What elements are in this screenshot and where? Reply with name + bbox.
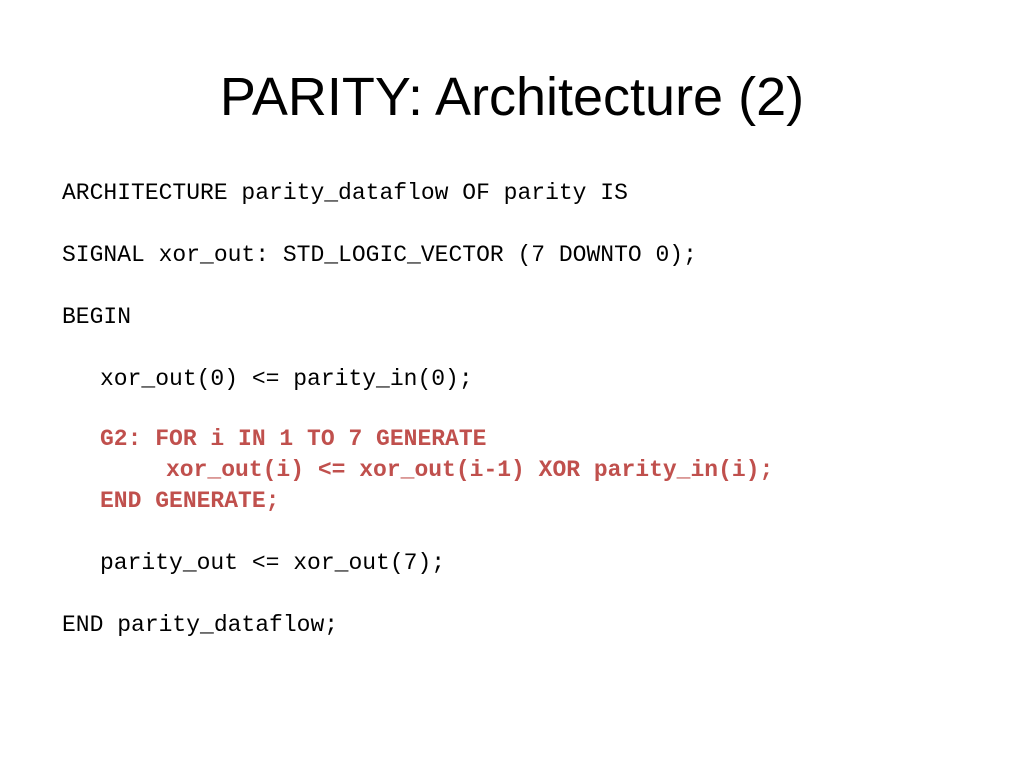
code-line-generate-header: G2: FOR i IN 1 TO 7 GENERATE — [100, 426, 487, 452]
code-line-end-architecture: END parity_dataflow; — [62, 612, 339, 638]
code-line-architecture-header: ARCHITECTURE parity_dataflow OF parity I… — [62, 180, 628, 206]
code-line-generate-body: xor_out(i) <= xor_out(i-1) XOR parity_in… — [166, 457, 774, 483]
code-line-generate-end: END GENERATE; — [100, 488, 280, 514]
code-line-first-assignment: xor_out(0) <= parity_in(0); — [100, 366, 473, 392]
code-line-output-assignment: parity_out <= xor_out(7); — [100, 550, 446, 576]
slide-title: PARITY: Architecture (2) — [219, 67, 805, 127]
code-line-signal-declaration: SIGNAL xor_out: STD_LOGIC_VECTOR (7 DOWN… — [62, 242, 697, 268]
code-line-begin: BEGIN — [62, 304, 132, 330]
